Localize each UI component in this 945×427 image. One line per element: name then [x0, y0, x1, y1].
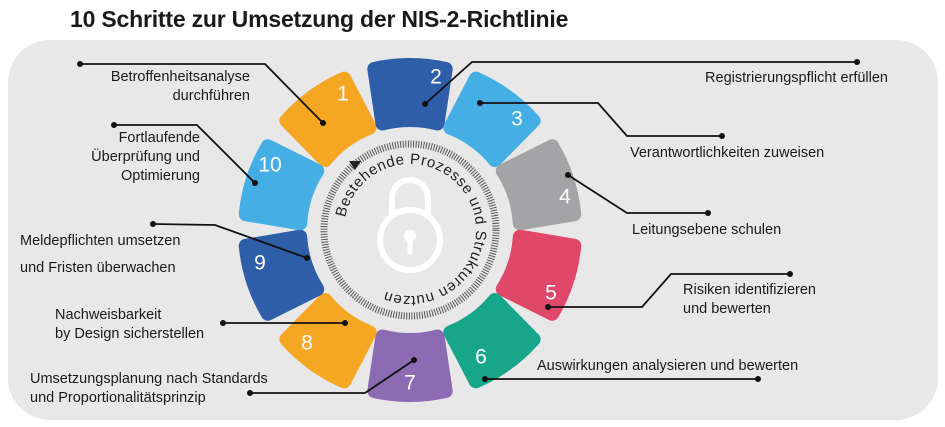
- leader-line-7: [250, 359, 415, 394]
- leader-dot: [482, 376, 488, 382]
- step-number-2: 2: [430, 66, 442, 89]
- leader-dot: [719, 133, 725, 139]
- leader-line-3: [480, 102, 722, 137]
- leader-line-2: [424, 61, 857, 105]
- step-segments: 1 2 3 4 5 6 7 8 9 10: [238, 58, 582, 402]
- ring-text-path: Bestehende Prozesse und Strukturen nutze…: [332, 151, 488, 309]
- leader-dot: [787, 271, 793, 277]
- leader-dot: [477, 100, 483, 106]
- step-label-line: und Proportionalitätsprinzip: [30, 390, 206, 406]
- step-label-4: Leitungsebene schulen: [632, 221, 781, 240]
- direction-arrow-icon: [349, 161, 361, 170]
- leader-dot: [411, 357, 417, 363]
- ring-text: Bestehende Prozesse und Strukturen nutze…: [332, 151, 489, 309]
- step-label-line: Optimierung: [121, 168, 200, 184]
- step-label-line: Überprüfung und: [91, 149, 200, 165]
- step-label-line: und Fristen überwachen: [20, 260, 176, 276]
- step-label-line: by Design sicherstellen: [55, 326, 205, 342]
- step-number-1: 1: [337, 83, 349, 106]
- leader-dot: [111, 122, 117, 128]
- step-label-line: Betroffenheitsanalyse: [110, 69, 250, 85]
- step-segment-6: [443, 292, 541, 389]
- leader-dot: [755, 376, 761, 382]
- step-segment-1: [279, 71, 377, 168]
- leader-dot: [854, 59, 860, 65]
- step-label-line: Registrierungspflicht erfüllen: [705, 70, 888, 86]
- leader-dot: [220, 320, 226, 326]
- step-label-7: Umsetzungsplanung nach Standards und Prop…: [30, 370, 268, 408]
- leader-line-1: [80, 63, 324, 124]
- leader-dot: [565, 172, 571, 178]
- tick-ring: [320, 140, 500, 320]
- leader-line-10: [114, 124, 256, 184]
- leader-dot: [247, 390, 253, 396]
- step-label-line: Leitungsebene schulen: [632, 222, 782, 238]
- leader-lines: [77, 59, 860, 396]
- step-label-line: Fortlaufende: [118, 130, 200, 146]
- step-number-6: 6: [475, 346, 487, 369]
- leader-dot: [320, 120, 326, 126]
- step-label-5: Risiken identifizieren und bewerten: [683, 281, 816, 319]
- step-number-7: 7: [404, 372, 416, 395]
- step-label-8: Nachweisbarkeit by Design sicherstellen: [55, 306, 204, 344]
- step-segment-4: [495, 139, 582, 231]
- step-number-3: 3: [511, 108, 523, 131]
- step-segment-2: [367, 58, 453, 131]
- step-label-line: Risiken identifizieren: [683, 282, 816, 298]
- step-label-2: Registrierungspflicht erfüllen: [705, 69, 888, 88]
- step-label-line: durchführen: [172, 88, 250, 104]
- step-number-4: 4: [559, 186, 571, 209]
- step-segment-3: [443, 71, 541, 168]
- leader-dot: [545, 304, 551, 310]
- step-number-9: 9: [254, 252, 266, 275]
- step-label-9: Meldepflichten umsetzen und Fristen überw…: [20, 228, 180, 282]
- step-label-1: Betroffenheitsanalyse durchführen: [111, 68, 250, 106]
- leader-line-4: [567, 174, 708, 214]
- step-label-6: Auswirkungen analysieren und bewerten: [537, 357, 798, 376]
- lock-icon: [377, 177, 443, 273]
- step-number-8: 8: [301, 332, 313, 355]
- step-segment-8: [279, 292, 377, 389]
- step-label-line: Meldepflichten umsetzen: [20, 233, 181, 249]
- step-number-10: 10: [258, 154, 281, 177]
- step-label-line: Nachweisbarkeit: [55, 307, 162, 323]
- leader-line-9: [152, 223, 308, 259]
- leader-dot: [150, 221, 156, 227]
- leader-dot: [705, 210, 711, 216]
- leader-line-5: [548, 273, 790, 308]
- step-segment-10: [238, 139, 325, 231]
- leader-dot: [342, 320, 348, 326]
- step-label-line: Umsetzungsplanung nach Standards: [30, 371, 268, 387]
- step-segment-7: [367, 329, 453, 402]
- step-label-line: Verantwortlichkeiten zuweisen: [630, 145, 825, 161]
- step-label-line: und bewerten: [683, 301, 771, 317]
- leader-dot: [252, 180, 258, 186]
- step-number-5: 5: [545, 282, 557, 305]
- page-title: 10 Schritte zur Umsetzung der NIS-2-Rich…: [70, 6, 569, 32]
- center-ring: Bestehende Prozesse und Strukturen nutze…: [320, 140, 500, 320]
- step-label-line: Auswirkungen analysieren und bewerten: [537, 358, 799, 374]
- leader-dot: [422, 101, 428, 107]
- step-segment-5: [495, 229, 582, 321]
- leader-dot: [304, 255, 310, 261]
- leader-dot: [77, 61, 83, 67]
- step-label-3: Verantwortlichkeiten zuweisen: [630, 144, 824, 163]
